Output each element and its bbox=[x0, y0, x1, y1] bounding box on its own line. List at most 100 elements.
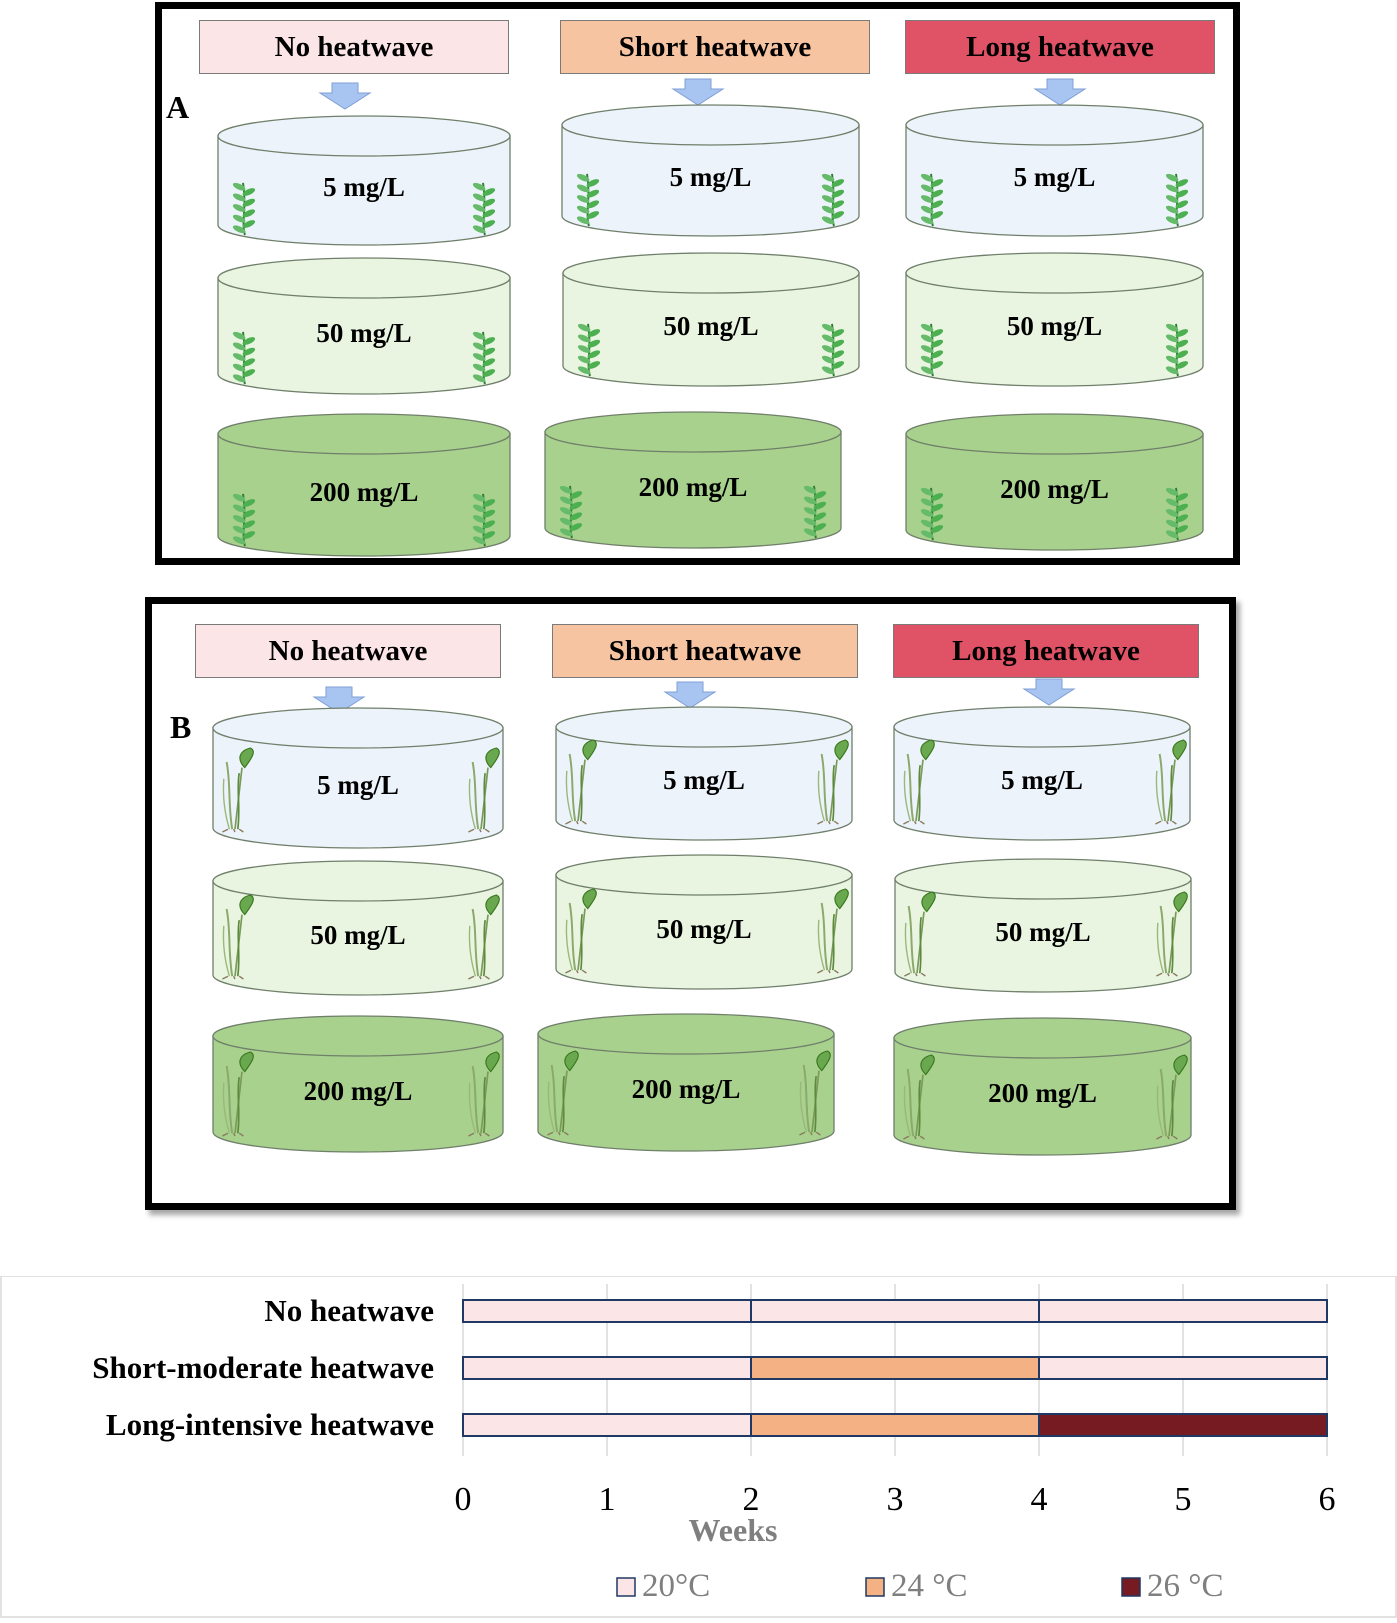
timeline-bar-segment bbox=[1038, 1413, 1328, 1437]
x-tick-label: 3 bbox=[887, 1481, 904, 1518]
timeline-bar-segment bbox=[1038, 1299, 1328, 1323]
potamogeton-plant-icon bbox=[468, 1051, 500, 1137]
concentration-label: 200 mg/L bbox=[309, 476, 419, 507]
concentration-label: 200 mg/L bbox=[303, 1075, 413, 1106]
elodea-plant-icon bbox=[1165, 173, 1189, 227]
potamogeton-plant-icon bbox=[468, 747, 500, 833]
dish-200-mgL-short-heatwave: 200 mg/L bbox=[544, 411, 842, 549]
x-axis-label: Weeks bbox=[689, 1512, 778, 1548]
dish-5-mgL-short-heatwave: 5 mg/L bbox=[555, 706, 853, 841]
header-short-heatwave: Short heatwave bbox=[560, 20, 870, 74]
elodea-plant-icon bbox=[920, 173, 944, 227]
category-label: No heatwave bbox=[264, 1293, 434, 1328]
concentration-label: 5 mg/L bbox=[1013, 162, 1096, 192]
concentration-label: 50 mg/L bbox=[656, 913, 752, 944]
timeline-bar-segment bbox=[1038, 1356, 1328, 1380]
elodea-plant-icon bbox=[920, 323, 944, 377]
dish-50-mgL-long-heatwave: 50 mg/L bbox=[894, 858, 1192, 993]
header-no-heatwave: No heatwave bbox=[195, 624, 501, 678]
dish-50-mgL-short-heatwave: 50 mg/L bbox=[555, 854, 853, 990]
concentration-label: 5 mg/L bbox=[323, 172, 405, 202]
header-no-heatwave: No heatwave bbox=[199, 20, 509, 74]
elodea-plant-icon bbox=[803, 485, 827, 539]
panel-letter-b: B bbox=[170, 709, 192, 745]
header-long-heatwave: Long heatwave bbox=[905, 20, 1215, 74]
concentration-label: 5 mg/L bbox=[669, 162, 752, 192]
panel-a: A No heatwave Short heatwave Long heatwave… bbox=[155, 2, 1240, 565]
dish-200-mgL-long-heatwave: 200 mg/L bbox=[905, 413, 1204, 551]
dish-200-mgL-no-heatwave: 200 mg/L bbox=[212, 1015, 504, 1153]
potamogeton-plant-icon bbox=[565, 739, 597, 825]
down-arrow-icon bbox=[1033, 78, 1087, 106]
down-arrow-icon bbox=[663, 681, 717, 709]
timeline-bar-segment bbox=[750, 1356, 1040, 1380]
legend-label: 26 °C bbox=[1147, 1568, 1223, 1604]
elodea-plant-icon bbox=[232, 331, 256, 385]
dish-5-mgL-long-heatwave: 5 mg/L bbox=[905, 104, 1204, 237]
potamogeton-plant-icon bbox=[903, 1054, 935, 1140]
elodea-plant-icon bbox=[472, 182, 496, 236]
potamogeton-plant-icon bbox=[1156, 1054, 1188, 1140]
potamogeton-plant-icon bbox=[799, 1050, 831, 1136]
down-arrow-icon bbox=[318, 82, 372, 110]
dish-5-mgL-long-heatwave: 5 mg/L bbox=[893, 706, 1191, 841]
dish-200-mgL-long-heatwave: 200 mg/L bbox=[893, 1017, 1192, 1156]
dish-5-mgL-no-heatwave: 5 mg/L bbox=[212, 707, 504, 849]
potamogeton-plant-icon bbox=[565, 888, 597, 974]
potamogeton-plant-icon bbox=[468, 894, 500, 980]
concentration-label: 50 mg/L bbox=[1006, 311, 1103, 341]
potamogeton-plant-icon bbox=[547, 1050, 579, 1136]
concentration-label: 200 mg/L bbox=[988, 1078, 1097, 1108]
elodea-plant-icon bbox=[1165, 487, 1189, 541]
x-tick-label: 6 bbox=[1319, 1481, 1336, 1518]
elodea-plant-icon bbox=[821, 173, 845, 227]
elodea-plant-icon bbox=[472, 493, 496, 547]
potamogeton-plant-icon bbox=[903, 739, 935, 825]
dish-50-mgL-no-heatwave: 50 mg/L bbox=[217, 257, 511, 395]
timeline-bar-segment bbox=[462, 1413, 752, 1437]
potamogeton-plant-icon bbox=[904, 891, 936, 977]
potamogeton-plant-icon bbox=[817, 888, 849, 974]
concentration-label: 5 mg/L bbox=[317, 769, 399, 800]
dish-50-mgL-short-heatwave: 50 mg/L bbox=[562, 252, 860, 387]
concentration-label: 200 mg/L bbox=[631, 1074, 741, 1104]
header-long-heatwave: Long heatwave bbox=[893, 624, 1199, 678]
elodea-plant-icon bbox=[472, 331, 496, 385]
timeline-bar-segment bbox=[462, 1299, 752, 1323]
elodea-plant-icon bbox=[232, 493, 256, 547]
elodea-plant-icon bbox=[920, 487, 944, 541]
x-tick-label: 5 bbox=[1175, 1481, 1192, 1518]
category-label: Short-moderate heatwave bbox=[92, 1350, 434, 1385]
potamogeton-plant-icon bbox=[817, 739, 849, 825]
elodea-plant-icon bbox=[576, 173, 600, 227]
legend-label: 24 °C bbox=[891, 1568, 967, 1604]
legend-swatch bbox=[865, 1577, 885, 1597]
timeline-bar-segment bbox=[462, 1356, 752, 1380]
legend-swatch bbox=[1121, 1577, 1141, 1597]
potamogeton-plant-icon bbox=[222, 747, 254, 833]
dish-200-mgL-no-heatwave: 200 mg/L bbox=[217, 413, 511, 557]
x-tick-label: 4 bbox=[1031, 1481, 1048, 1518]
potamogeton-plant-icon bbox=[1155, 739, 1187, 825]
dish-200-mgL-short-heatwave: 200 mg/L bbox=[537, 1013, 835, 1152]
x-tick-label: 1 bbox=[599, 1481, 616, 1518]
dish-5-mgL-no-heatwave: 5 mg/L bbox=[217, 115, 511, 246]
x-tick-label: 2 bbox=[743, 1481, 760, 1518]
down-arrow-icon bbox=[1022, 678, 1076, 706]
concentration-label: 50 mg/L bbox=[316, 317, 412, 348]
dish-5-mgL-short-heatwave: 5 mg/L bbox=[561, 104, 860, 237]
category-label: Long-intensive heatwave bbox=[106, 1407, 434, 1442]
dish-50-mgL-no-heatwave: 50 mg/L bbox=[212, 860, 504, 996]
potamogeton-plant-icon bbox=[222, 1051, 254, 1137]
elodea-plant-icon bbox=[559, 485, 583, 539]
x-tick-label: 0 bbox=[455, 1481, 472, 1518]
timeline-bar-segment bbox=[750, 1413, 1040, 1437]
down-arrow-icon bbox=[312, 686, 366, 714]
dish-50-mgL-long-heatwave: 50 mg/L bbox=[905, 252, 1204, 387]
panel-letter-a: A bbox=[166, 89, 190, 125]
elodea-plant-icon bbox=[1165, 323, 1189, 377]
concentration-label: 200 mg/L bbox=[638, 471, 748, 502]
potamogeton-plant-icon bbox=[1156, 891, 1188, 977]
down-arrow-icon bbox=[671, 78, 725, 106]
